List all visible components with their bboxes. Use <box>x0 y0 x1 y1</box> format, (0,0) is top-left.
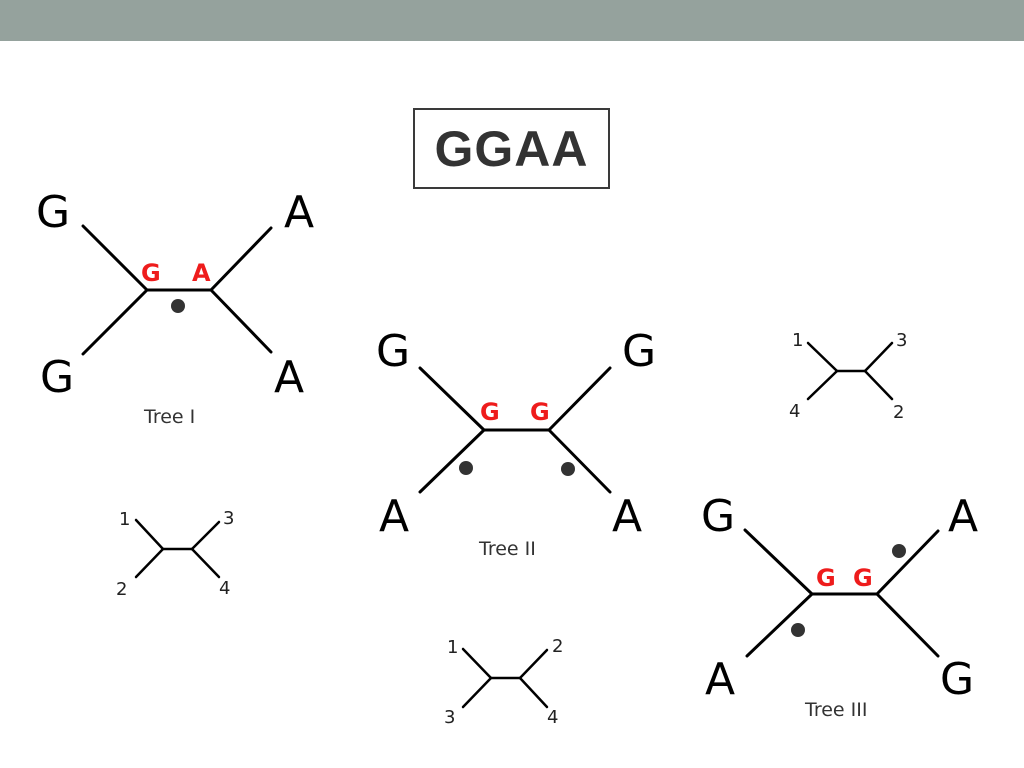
tree-3-caption: Tree III <box>804 699 867 721</box>
topology-3: 1 2 3 4 <box>444 636 563 728</box>
tree-1-branch-top-right <box>209 226 273 292</box>
tree-1-caption: Tree I <box>143 406 195 428</box>
tree-2-caption: Tree II <box>478 538 536 560</box>
tree-1-ancestral-right: A <box>192 259 211 287</box>
tree-3: G A A G G G Tree III <box>701 491 978 721</box>
tree-2-branch-top-right <box>547 366 612 432</box>
topology-2-branch-top-left <box>806 341 839 373</box>
tree-2-ancestral-left: G <box>480 398 500 426</box>
topology-1-label-bottom-right: 4 <box>219 578 230 599</box>
tree-2-leaf-bottom-left: A <box>379 491 409 542</box>
tree-2-branch-top-left <box>418 366 486 432</box>
topology-1-branch-bottom-left <box>134 547 165 579</box>
tree-2-branch-bottom-left <box>418 428 486 494</box>
tree-3-branch-top-left <box>743 528 814 596</box>
topology-2-label-top-right: 3 <box>896 330 907 351</box>
tree-3-ancestral-right: G <box>853 564 873 592</box>
topology-2-branch-bottom-right <box>863 369 894 401</box>
topology-1-branch-top-right <box>190 520 221 551</box>
tree-2-change-dot-right <box>561 462 575 476</box>
tree-3-ancestral-left: G <box>816 564 836 592</box>
topology-3-label-top-right: 2 <box>552 636 563 657</box>
topology-3-branch-bottom-left <box>461 676 493 709</box>
tree-1-leaf-bottom-left: G <box>40 352 74 403</box>
tree-2-leaf-bottom-right: A <box>612 491 642 542</box>
tree-1-leaf-top-left: G <box>36 187 70 238</box>
tree-2-leaf-top-right: G <box>622 326 656 377</box>
tree-3-branch-top-right <box>875 529 940 596</box>
tree-3-leaf-top-right: A <box>948 491 978 542</box>
topology-3-label-bottom-left: 3 <box>444 707 455 728</box>
topology-3-label-bottom-right: 4 <box>547 707 558 728</box>
tree-3-leaf-bottom-left: A <box>705 654 735 705</box>
tree-2-branch-bottom-right <box>547 428 612 494</box>
topology-2-branch-top-right <box>863 341 894 373</box>
tree-1-branch-bottom-left <box>81 288 149 356</box>
tree-3-leaf-bottom-right: G <box>940 654 974 705</box>
tree-1-leaf-bottom-right: A <box>274 352 304 403</box>
tree-3-change-dot-top <box>892 544 906 558</box>
tree-3-branch-bottom-right <box>875 592 940 658</box>
topology-1: 1 3 2 4 <box>116 508 234 600</box>
tree-1-leaf-top-right: A <box>284 187 314 238</box>
tree-3-branch-bottom-left <box>745 592 814 658</box>
sequence-title-box: GGAA <box>413 108 610 189</box>
topology-1-label-top-left: 1 <box>119 509 130 530</box>
topology-1-label-bottom-left: 2 <box>116 579 127 600</box>
top-bar <box>0 0 1024 41</box>
topology-3-branch-bottom-right <box>518 676 549 709</box>
topology-3-label-top-left: 1 <box>447 637 458 658</box>
tree-1-ancestral-left: G <box>141 259 161 287</box>
topology-1-label-top-right: 3 <box>223 508 234 529</box>
tree-1: G A G A G A Tree I <box>36 187 314 428</box>
sequence-title: GGAA <box>434 120 589 177</box>
topology-2-branch-bottom-left <box>806 369 839 401</box>
topology-1-branch-top-left <box>134 518 165 551</box>
tree-1-change-dot <box>171 299 185 313</box>
tree-3-change-dot-bottom <box>791 623 805 637</box>
tree-1-branch-top-left <box>81 224 149 292</box>
tree-2-change-dot-left <box>459 461 473 475</box>
tree-diagrams: G A G A G A Tree I G G A A G G Tree II G… <box>36 187 978 728</box>
topology-2-label-bottom-left: 4 <box>789 401 800 422</box>
topology-3-branch-top-right <box>518 648 549 680</box>
topology-3-branch-top-left <box>461 647 493 680</box>
tree-2-ancestral-right: G <box>530 398 550 426</box>
tree-2: G G A A G G Tree II <box>376 326 656 560</box>
tree-1-branch-bottom-right <box>209 288 273 354</box>
topology-2-label-bottom-right: 2 <box>893 402 904 423</box>
tree-2-leaf-top-left: G <box>376 326 410 377</box>
topology-2-label-top-left: 1 <box>792 330 803 351</box>
topology-1-branch-bottom-right <box>190 547 221 579</box>
topology-2: 1 3 4 2 <box>789 330 907 423</box>
tree-3-leaf-top-left: G <box>701 491 735 542</box>
